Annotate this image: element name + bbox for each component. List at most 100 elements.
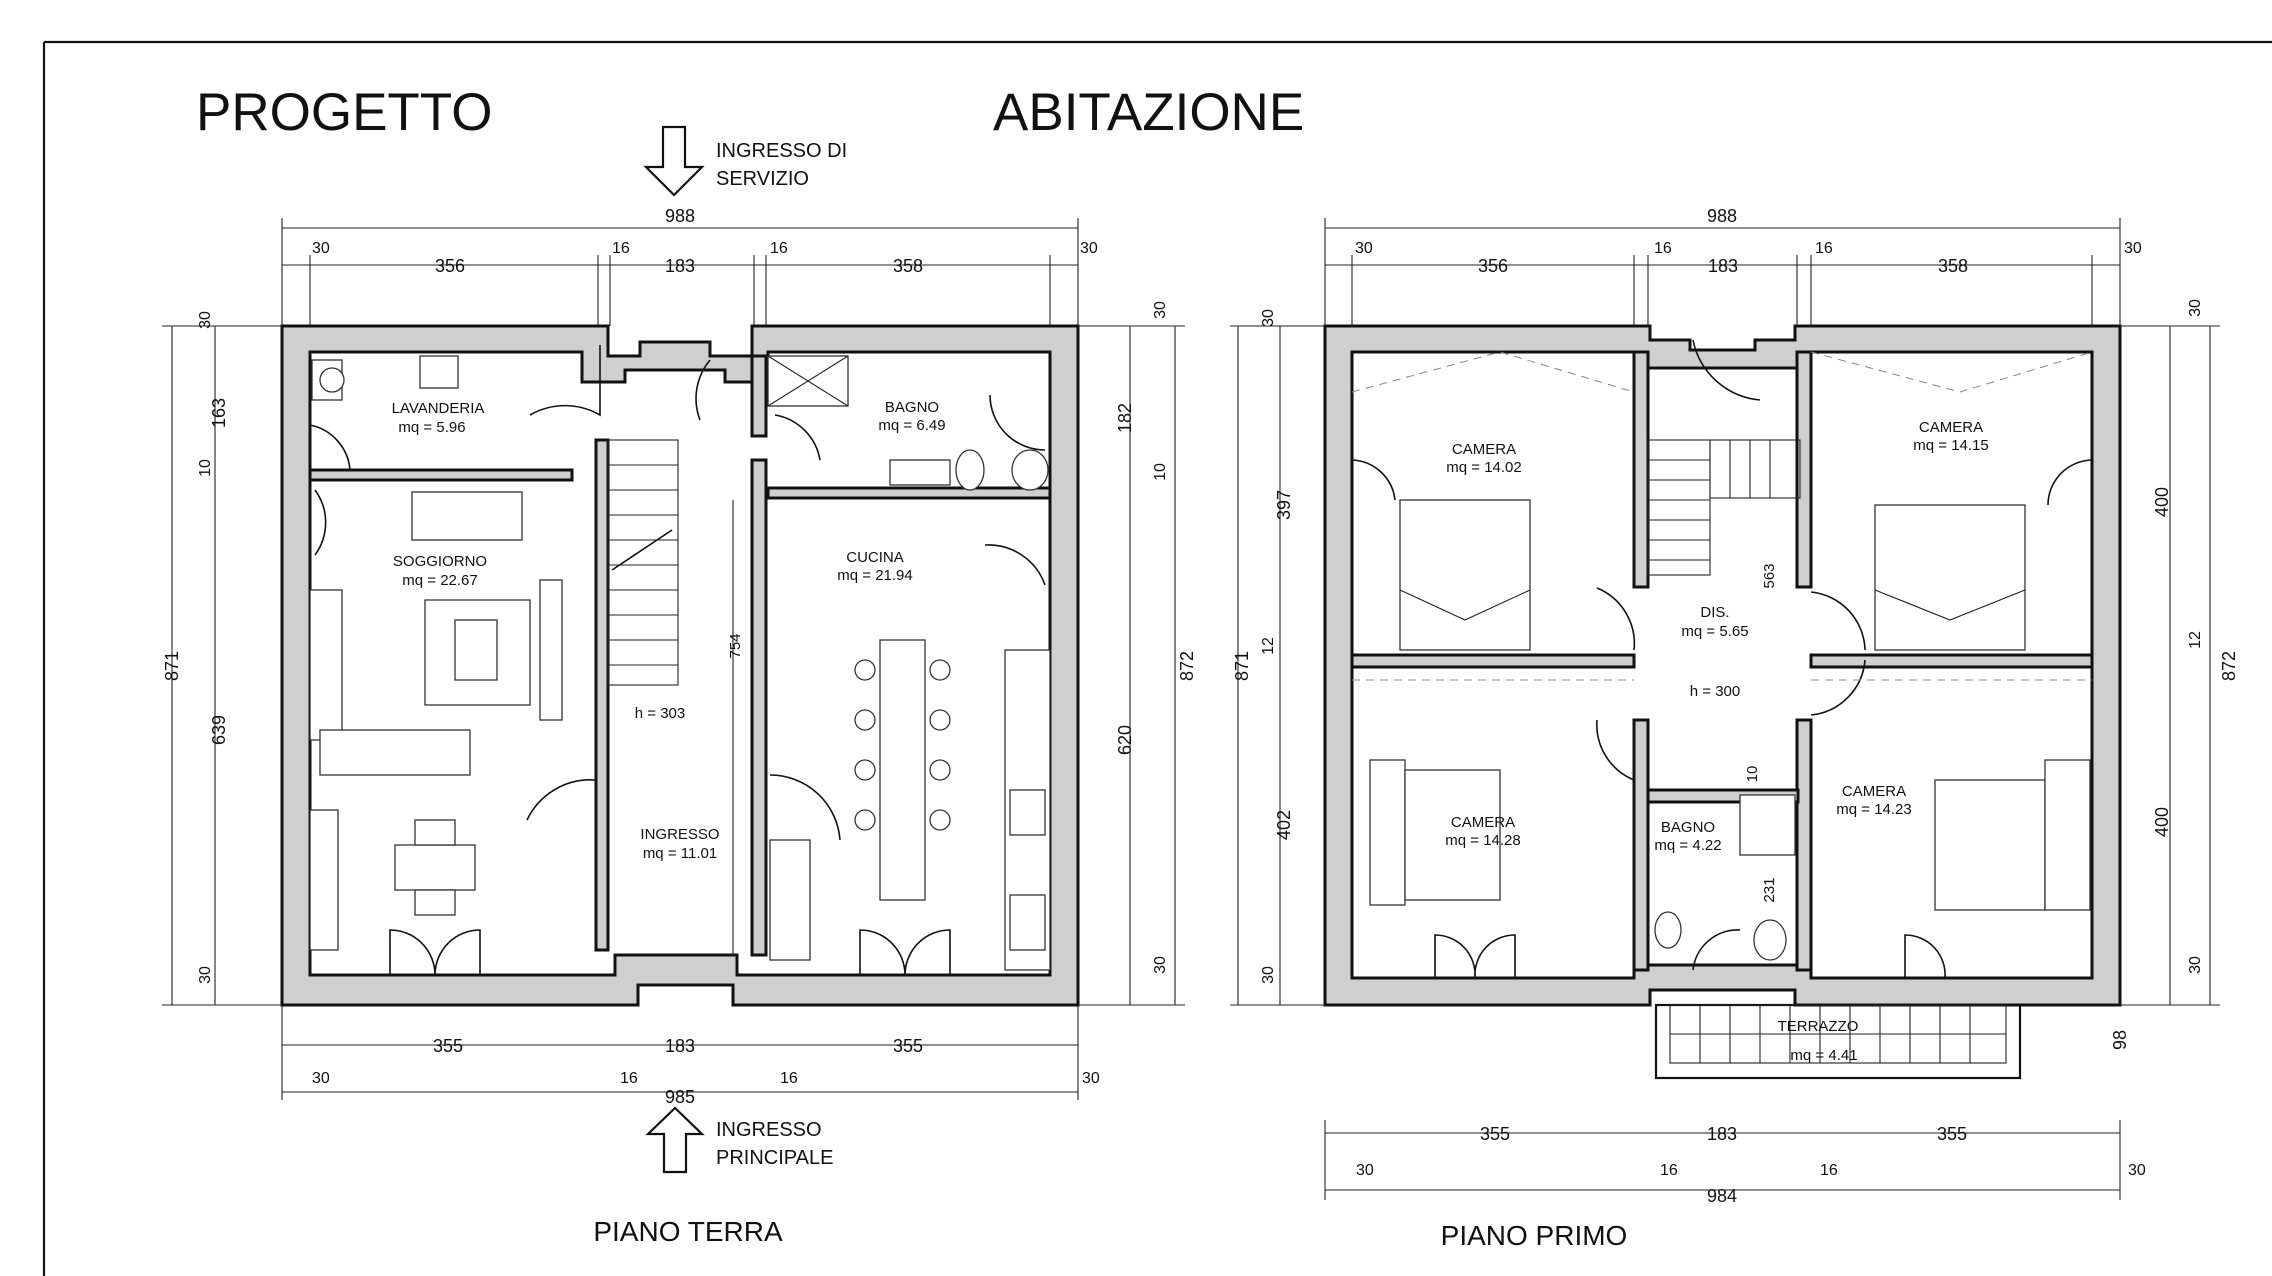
ground-dim-right-30a: 30 <box>1152 301 1169 319</box>
ground-dim-right-182: 182 <box>1115 403 1135 433</box>
ground-dim-top-356: 356 <box>435 256 465 276</box>
room-bagno-first-name: BAGNO <box>1661 819 1715 836</box>
ground-doors <box>309 345 1046 976</box>
service-entry-label-1: INGRESSO DI <box>716 140 847 162</box>
room-camera-tl-name: CAMERA <box>1452 441 1516 458</box>
first-dimension-lines <box>1230 218 2220 1200</box>
service-entry-arrow-icon <box>643 125 705 197</box>
first-dim-left-total: 871 <box>1232 651 1252 681</box>
first-dim-left-402: 402 <box>1274 810 1294 840</box>
first-dim-top-356: 356 <box>1478 256 1508 276</box>
room-camera-br-name: CAMERA <box>1842 783 1906 800</box>
ground-corridor-length: 754 <box>727 633 744 658</box>
ground-dim-bot-355a: 355 <box>433 1036 463 1056</box>
room-cucina-name: CUCINA <box>846 549 904 566</box>
first-dim-terrace-98: 98 <box>2110 1030 2130 1050</box>
terrace <box>1654 1003 2022 1080</box>
wall-bagno-cucina <box>766 486 1052 500</box>
ground-dim-top-total: 988 <box>665 206 695 226</box>
first-dim-right-total: 872 <box>2219 651 2239 681</box>
room-dis-area: mq = 5.65 <box>1681 623 1748 640</box>
first-dim-bot-355b: 355 <box>1937 1124 1967 1144</box>
first-height-note: h = 300 <box>1690 683 1740 700</box>
first-dim-top-30a: 30 <box>1355 240 1373 257</box>
wall-first-left-corridor-b <box>1632 718 1650 972</box>
first-dim-left-12: 12 <box>1260 637 1277 655</box>
wall-first-mid-right <box>1809 653 2094 669</box>
first-dim-right-400a: 400 <box>2152 487 2172 517</box>
ground-floor-outer-walls <box>280 324 1080 1007</box>
room-ingresso-area: mq = 11.01 <box>643 845 717 862</box>
wall-first-left-corridor <box>1632 350 1650 589</box>
first-dim-left-30a: 30 <box>1260 309 1277 327</box>
ground-dim-top-16a: 16 <box>612 240 630 257</box>
room-bagno-ground-name: BAGNO <box>885 399 939 416</box>
ground-floor-label: PIANO TERRA <box>593 1216 783 1247</box>
wardrobe-dashes <box>1351 351 2093 681</box>
first-dim-right-12: 12 <box>2187 631 2204 649</box>
first-stair <box>1647 439 1801 576</box>
room-camera-tr-name: CAMERA <box>1919 419 1983 436</box>
ground-dim-right-620: 620 <box>1115 725 1135 755</box>
wall-lavanderia-soggiorno <box>308 468 574 482</box>
first-dim-left-397: 397 <box>1274 490 1294 520</box>
ground-dim-left-163: 163 <box>209 398 229 428</box>
room-camera-bl-name: CAMERA <box>1451 814 1515 831</box>
first-dim-top-183: 183 <box>1708 256 1738 276</box>
room-camera-tr-area: mq = 14.15 <box>1913 437 1988 454</box>
ground-dim-right-total: 872 <box>1177 651 1197 681</box>
first-dim-right-30b: 30 <box>2187 956 2204 974</box>
first-dim-bot-355a: 355 <box>1480 1124 1510 1144</box>
room-dis-name: DIS. <box>1700 604 1729 621</box>
room-ingresso-name: INGRESSO <box>640 826 719 843</box>
title-abitazione: ABITAZIONE <box>993 83 1304 142</box>
drawing-frame <box>42 40 2272 1276</box>
ground-height-note: h = 303 <box>635 705 685 722</box>
ground-dim-top-16b: 16 <box>770 240 788 257</box>
ground-dim-left-30b: 30 <box>197 966 214 984</box>
wall-first-right-corridor <box>1795 350 1813 589</box>
main-entry-label-1: INGRESSO <box>716 1119 822 1141</box>
first-dim-bot-30a: 30 <box>1356 1162 1374 1179</box>
room-camera-tl-area: mq = 14.02 <box>1446 459 1521 476</box>
first-dim-bot-16b: 16 <box>1820 1162 1838 1179</box>
room-terrazzo-area: mq = 4.41 <box>1790 1047 1857 1064</box>
wall-bagno-left <box>750 354 768 438</box>
ground-dim-top-358: 358 <box>893 256 923 276</box>
first-dim-top-358: 358 <box>1938 256 1968 276</box>
first-dim-left-30b: 30 <box>1260 966 1277 984</box>
ground-dim-right-10: 10 <box>1152 463 1169 481</box>
room-cucina-area: mq = 21.94 <box>837 567 912 584</box>
first-dim-top-16b: 16 <box>1815 240 1833 257</box>
room-soggiorno-name: SOGGIORNO <box>393 553 487 570</box>
first-doors <box>1351 339 2093 979</box>
room-camera-bl-area: mq = 14.28 <box>1445 832 1520 849</box>
wall-first-mid-left <box>1350 653 1636 669</box>
ground-dim-bot-183: 183 <box>665 1036 695 1056</box>
ground-dim-bot-30a: 30 <box>312 1070 330 1087</box>
first-dim-top-16a: 16 <box>1654 240 1672 257</box>
main-entry-arrow-icon <box>645 1106 705 1174</box>
first-floor-label: PIANO PRIMO <box>1441 1220 1628 1251</box>
first-dis-length: 563 <box>1761 563 1778 588</box>
first-bagno-length: 231 <box>1761 877 1778 902</box>
ground-dim-bot-355b: 355 <box>893 1036 923 1056</box>
ground-dim-right-30b: 30 <box>1152 956 1169 974</box>
ground-dim-bot-16b: 16 <box>780 1070 798 1087</box>
first-dim-top-total: 988 <box>1707 206 1737 226</box>
ground-dim-bot-total: 985 <box>665 1087 695 1107</box>
room-soggiorno-area: mq = 22.67 <box>402 572 477 589</box>
ground-dim-top-30a: 30 <box>312 240 330 257</box>
ground-dim-left-10: 10 <box>197 459 214 477</box>
ground-dim-left-total: 871 <box>162 651 182 681</box>
room-bagno-ground-area: mq = 6.49 <box>878 417 945 434</box>
ground-furniture <box>309 355 1051 971</box>
main-entry-label-2: PRINCIPALE <box>716 1147 833 1169</box>
ground-dim-top-30b: 30 <box>1080 240 1098 257</box>
ground-dim-left-30a: 30 <box>197 311 214 329</box>
room-lavanderia-area: mq = 5.96 <box>398 419 465 436</box>
ground-dim-left-639: 639 <box>209 715 229 745</box>
first-dim-right-400b: 400 <box>2152 807 2172 837</box>
room-bagno-first-area: mq = 4.22 <box>1654 837 1721 854</box>
